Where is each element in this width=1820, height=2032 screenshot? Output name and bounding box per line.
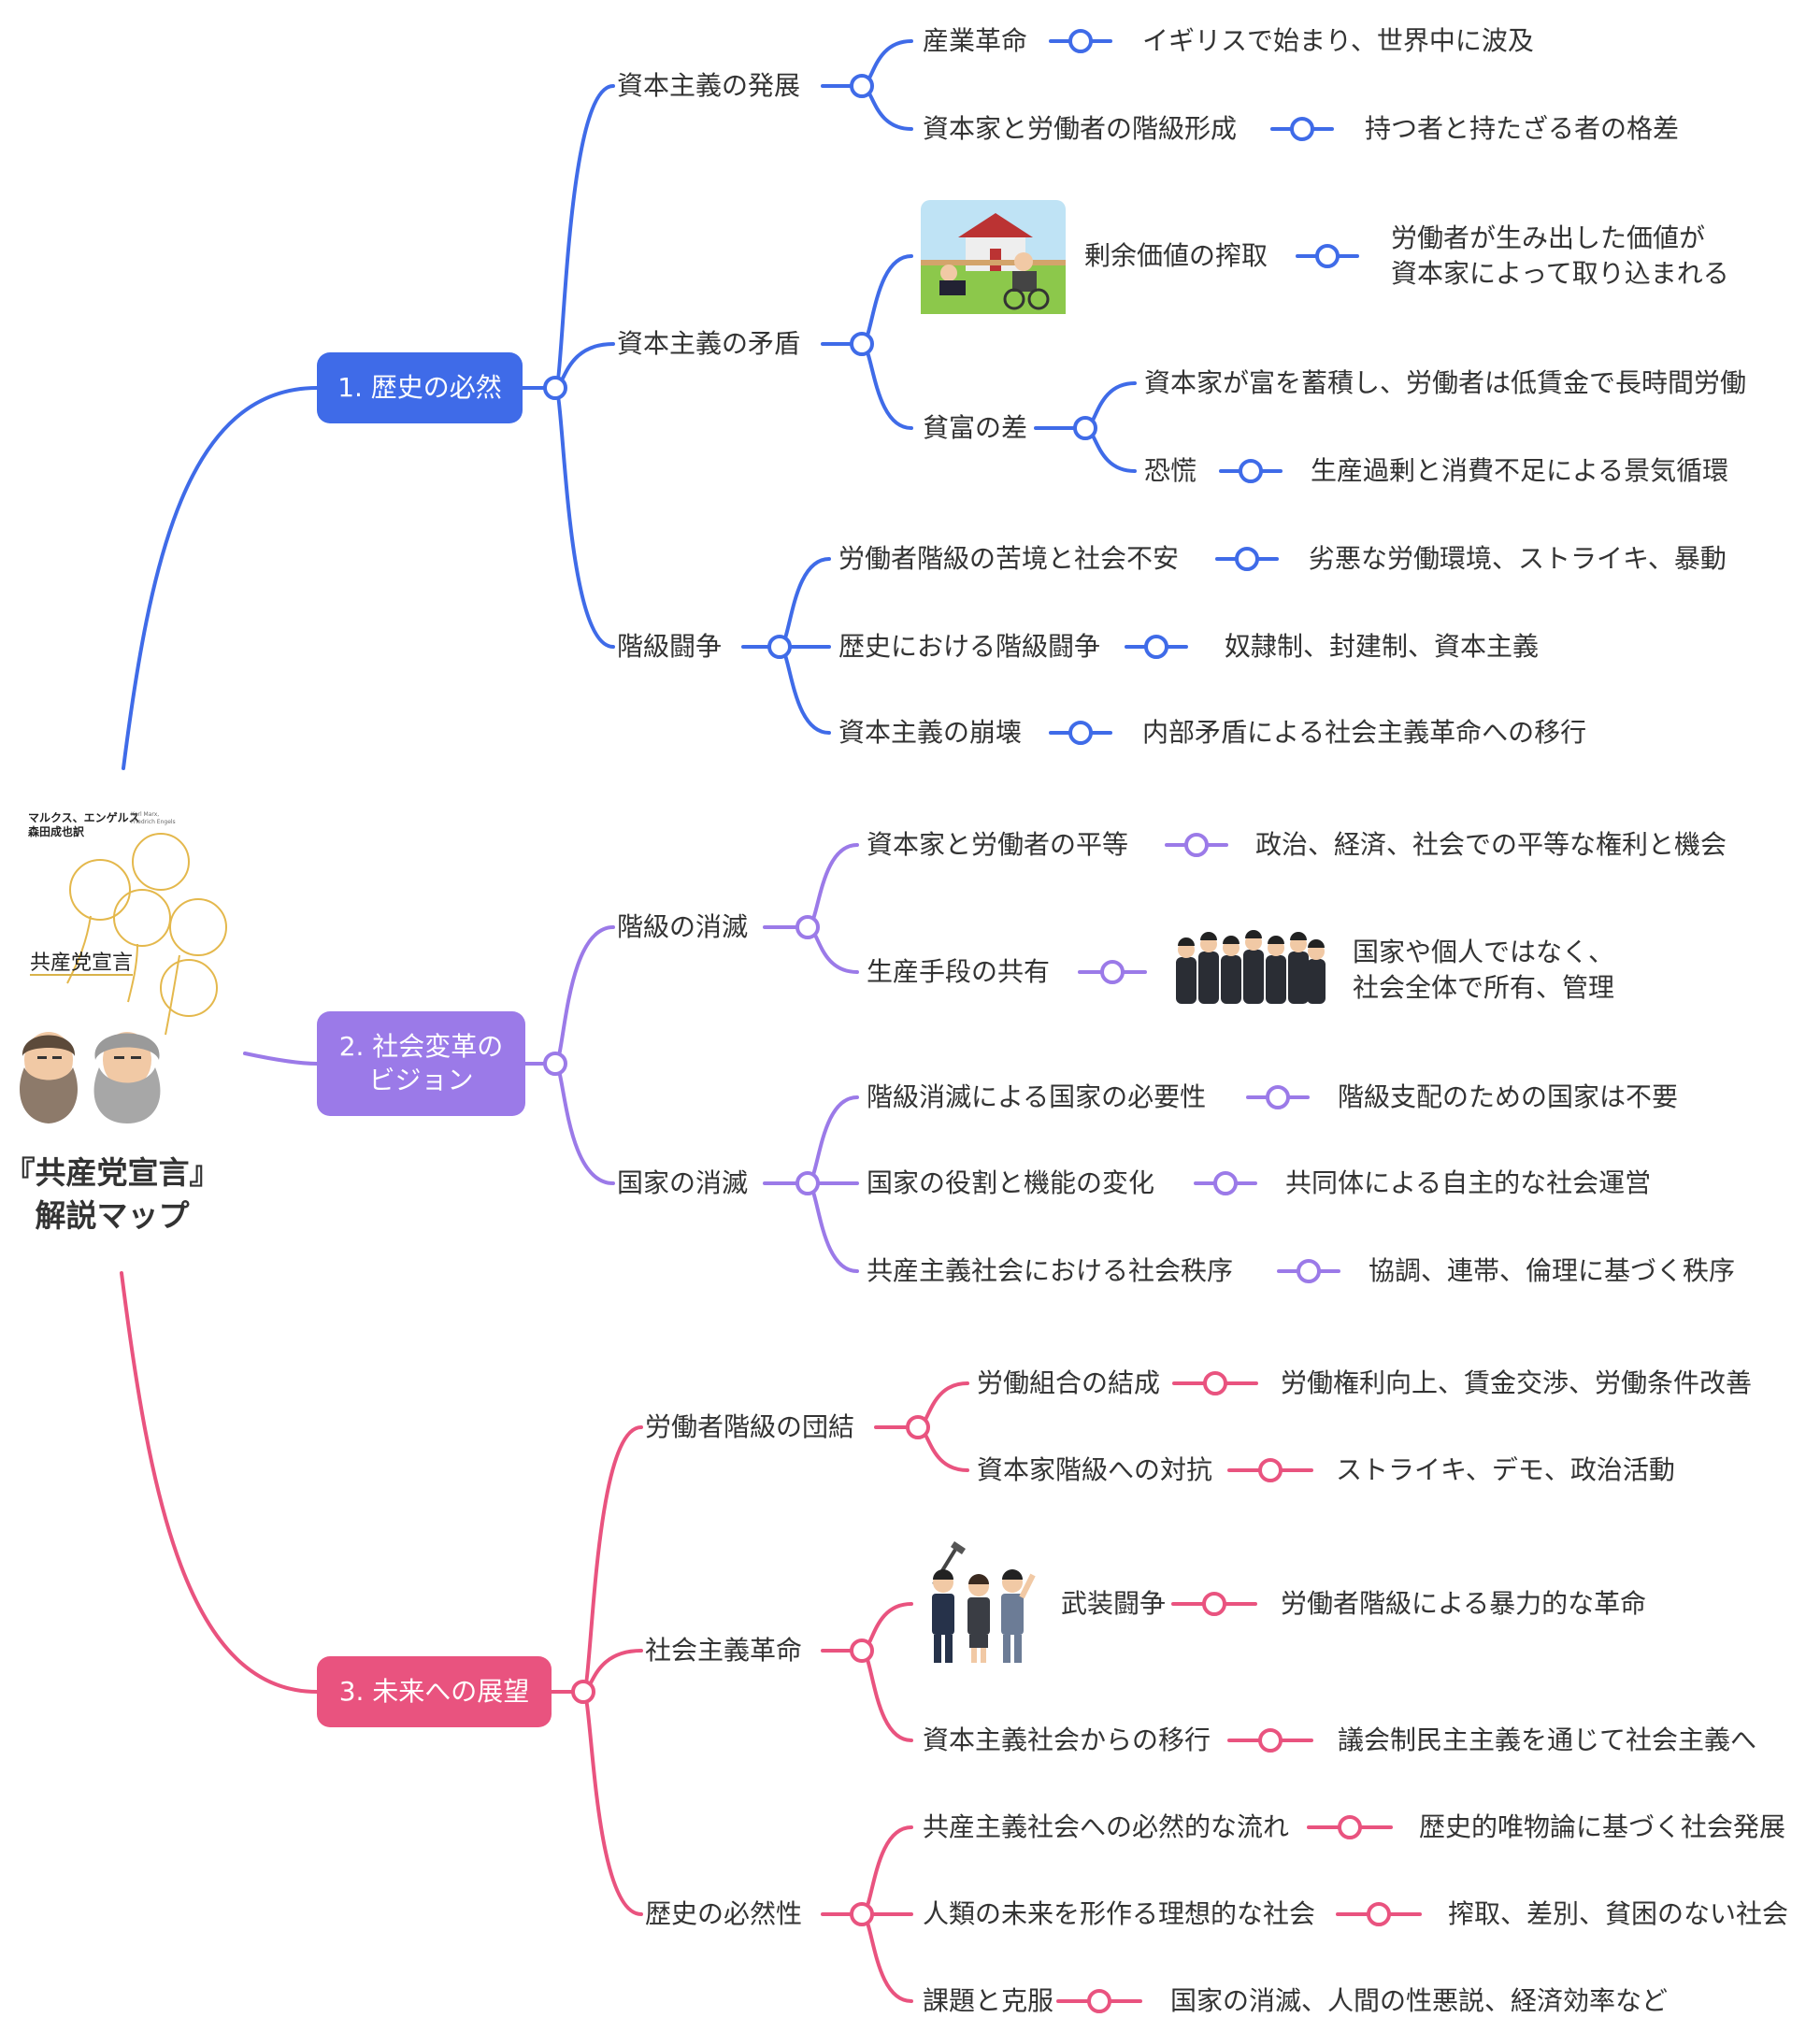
topic-socialist-revolution[interactable]: 社会主義革命 <box>645 1635 803 1666</box>
detail-panic[interactable]: 生産過剰と消費不足による景気循環 <box>1311 455 1729 486</box>
detail-class-formation[interactable]: 持つ者と持たざる者の格差 <box>1365 113 1680 144</box>
sub-wealth-accumulation[interactable]: 資本家が富を蓄積し、労働者は低賃金で長時間労働 <box>1144 367 1747 398</box>
detail-labor-union[interactable]: 労働権利向上、賃金交渉、労働条件改善 <box>1281 1367 1753 1398</box>
protesters-illustration-icon <box>932 1541 1036 1663</box>
detail-surplus-value[interactable]: 労働者が生み出した価値が 資本家によって取り込まれる <box>1391 222 1729 289</box>
topic-worker-unity[interactable]: 労働者階級の団結 <box>645 1411 855 1442</box>
detail-state-role-change[interactable]: 共同体による自主的な社会運営 <box>1285 1167 1652 1198</box>
engels-portrait-icon <box>20 1032 78 1123</box>
detail-shared-means[interactable]: 国家や個人ではなく、 社会全体で所有、管理 <box>1353 937 1615 1003</box>
detail-capitalism-collapse[interactable]: 内部矛盾による社会主義革命への移行 <box>1142 717 1587 748</box>
item-wealth-gap[interactable]: 貧富の差 <box>923 412 1028 443</box>
topic-historical-inevitability[interactable]: 歴史の必然性 <box>645 1898 803 1929</box>
cover-book-title: 共産党宣言 <box>30 952 134 975</box>
detail-armed-struggle[interactable]: 労働者階級による暴力的な革命 <box>1281 1588 1647 1619</box>
detail-industrial-revolution[interactable]: イギリスで始まり、世界中に波及 <box>1142 25 1534 56</box>
detail-historical-struggle[interactable]: 奴隷制、封建制、資本主義 <box>1225 631 1540 662</box>
detail-ideal-society[interactable]: 搾取、差別、貧困のない社会 <box>1448 1898 1789 1929</box>
detail-inevitable-flow[interactable]: 歴史的唯物論に基づく社会発展 <box>1419 1811 1786 1842</box>
item-inevitable-flow[interactable]: 共産主義社会への必然的な流れ <box>923 1811 1290 1842</box>
topic-class-abolition[interactable]: 階級の消滅 <box>617 911 749 942</box>
branch-future-outlook[interactable]: 3. 未来への展望 <box>317 1656 552 1727</box>
item-state-role-change[interactable]: 国家の役割と機能の変化 <box>867 1167 1155 1198</box>
item-shared-means[interactable]: 生産手段の共有 <box>867 956 1051 987</box>
detail-opposition[interactable]: ストライキ、デモ、政治活動 <box>1336 1454 1675 1485</box>
topic-capitalism-contradiction[interactable]: 資本主義の矛盾 <box>617 328 801 359</box>
item-surplus-value[interactable]: 剰余価値の搾取 <box>1084 240 1268 271</box>
cover-authors-en: Karl Marx, Friedrich Engels <box>131 811 176 825</box>
cover-title-underline <box>30 974 133 976</box>
item-state-necessity[interactable]: 階級消滅による国家の必要性 <box>867 1081 1207 1112</box>
item-armed-struggle[interactable]: 武装闘争 <box>1061 1588 1167 1619</box>
detail-state-necessity[interactable]: 階級支配のための国家は不要 <box>1338 1081 1679 1112</box>
topic-state-abolition[interactable]: 国家の消滅 <box>617 1167 749 1198</box>
topic-capitalism-development[interactable]: 資本主義の発展 <box>617 70 801 101</box>
item-labor-union[interactable]: 労働組合の結成 <box>977 1367 1161 1398</box>
branch-history-necessity[interactable]: 1. 歴史の必然 <box>317 352 523 423</box>
item-historical-struggle[interactable]: 歴史における階級闘争 <box>838 631 1101 662</box>
topic-class-struggle[interactable]: 階級闘争 <box>617 631 723 662</box>
detail-worker-plight[interactable]: 劣悪な労働環境、ストライキ、暴動 <box>1309 543 1727 574</box>
detail-challenges[interactable]: 国家の消滅、人間の性悪説、経済効率など <box>1170 1985 1669 2016</box>
crowd-illustration-icon <box>1176 930 1326 1004</box>
item-class-formation[interactable]: 資本家と労働者の階級形成 <box>923 113 1238 144</box>
item-challenges[interactable]: 課題と克服 <box>923 1985 1054 2016</box>
detail-equality[interactable]: 政治、経済、社会での平等な権利と機会 <box>1255 829 1727 860</box>
sub-panic[interactable]: 恐慌 <box>1144 455 1197 486</box>
cover-authors: マルクス、エンゲルス 森田成也訳 <box>28 811 140 838</box>
item-transition[interactable]: 資本主義社会からの移行 <box>923 1724 1211 1755</box>
detail-transition[interactable]: 議会制民主主義を通じて社会主義へ <box>1338 1724 1757 1755</box>
item-equality[interactable]: 資本家と労働者の平等 <box>867 829 1129 860</box>
branch-social-change-vision[interactable]: 2. 社会変革の ビジョン <box>317 1011 525 1116</box>
item-capitalism-collapse[interactable]: 資本主義の崩壊 <box>838 717 1023 748</box>
capitalist-illustration-icon <box>921 200 1066 314</box>
detail-social-order[interactable]: 協調、連帯、倫理に基づく秩序 <box>1369 1255 1736 1286</box>
map-title: 『共産党宣言』 解説マップ <box>4 1154 221 1234</box>
item-industrial-revolution[interactable]: 産業革命 <box>923 25 1028 56</box>
item-ideal-society[interactable]: 人類の未来を形作る理想的な社会 <box>923 1898 1316 1929</box>
cover-faces-illustration <box>66 833 227 1036</box>
book-cover-image: マルクス、エンゲルス 森田成也訳 Karl Marx, Friedrich En… <box>21 806 236 1039</box>
item-worker-plight[interactable]: 労働者階級の苦境と社会不安 <box>838 543 1180 574</box>
item-opposition[interactable]: 資本家階級への対抗 <box>977 1454 1213 1485</box>
item-social-order[interactable]: 共産主義社会における社会秩序 <box>867 1255 1234 1286</box>
marx-portrait-icon <box>93 1032 161 1123</box>
